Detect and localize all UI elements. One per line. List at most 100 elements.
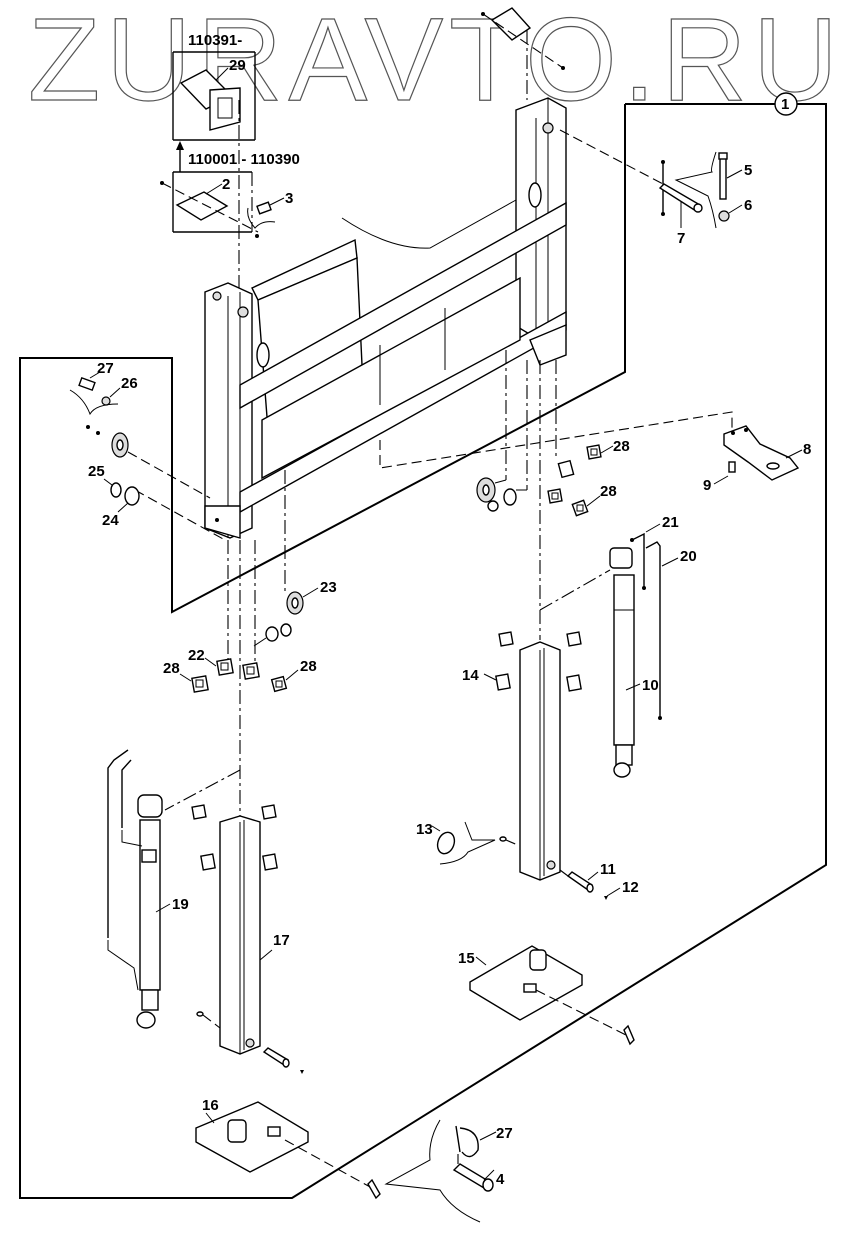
leader-21	[204, 657, 217, 667]
callout-20: 21	[662, 514, 679, 531]
bushing-23	[124, 486, 140, 506]
wear-pads-right: 28 28	[547, 438, 630, 517]
o-ring-24	[110, 482, 122, 498]
group-boundary-right	[19, 103, 827, 1199]
callout-5: 5	[744, 162, 752, 179]
callout-12: 12	[622, 879, 639, 896]
leader-5	[726, 169, 743, 179]
pin-detail: 27 4	[384, 1119, 513, 1223]
serial-range-upper: 110391-	[188, 32, 242, 49]
foot-plate-16: 16	[195, 1097, 381, 1200]
top-cover-plate	[481, 7, 565, 70]
leader-3	[269, 197, 285, 206]
leader-14	[483, 673, 497, 681]
flange-group-left: 27 26 25 24	[69, 360, 140, 529]
wear-pad-14	[495, 673, 511, 691]
leader-6	[728, 204, 743, 214]
pin-11	[586, 883, 594, 893]
callout-25: 26	[121, 375, 138, 392]
callout-23: 24	[102, 512, 119, 529]
callout-26: 27	[97, 360, 114, 377]
callout-9: 9	[703, 477, 711, 494]
callout-7: 7	[677, 230, 685, 247]
leader-25	[109, 387, 121, 398]
leader-9	[713, 475, 729, 485]
serial-range-lower: 110001 - 110390	[188, 151, 300, 168]
cotter-pin-12	[604, 896, 608, 900]
leader-16	[205, 1112, 215, 1124]
callout-8: 8	[803, 441, 811, 458]
leader-28d	[285, 669, 299, 681]
leader-26	[89, 371, 101, 379]
stabilizer-leg-right: 14 13 11 12	[416, 569, 639, 900]
hydraulic-cylinder-10: 10 21 20	[609, 514, 697, 778]
arrow-up-icon	[176, 141, 184, 150]
callout-11: 11	[600, 861, 616, 878]
group-callout-circle	[774, 92, 798, 116]
main-frame	[204, 97, 567, 539]
callout-13: 13	[416, 821, 433, 838]
leader-15	[475, 956, 487, 966]
leader-18	[155, 903, 171, 913]
serial-box-lower: 2	[160, 171, 259, 233]
callout-17: 17	[273, 932, 290, 949]
callout-14: 14	[462, 667, 479, 684]
wear-pads-left: 22 28 28 23	[163, 579, 337, 693]
callout-16: 16	[202, 1097, 219, 1114]
nut-6	[718, 210, 730, 222]
leader-23	[117, 502, 129, 513]
foot-plate-15: 15	[458, 945, 635, 1046]
watermark-text: ZURAVTO.RU	[28, 0, 841, 126]
leader-19	[661, 557, 679, 567]
callout-18: 19	[172, 896, 189, 913]
leader-28a	[600, 445, 614, 454]
bolt-3: 3	[247, 190, 293, 238]
leader-2	[205, 183, 223, 195]
leader-12	[606, 887, 621, 897]
callout-27: 27	[496, 1125, 513, 1142]
leader-27	[479, 1131, 497, 1141]
circlip-13	[436, 831, 456, 855]
leader-28b	[586, 495, 601, 507]
callout-6: 6	[744, 197, 752, 214]
callout-4: 4	[496, 1171, 505, 1188]
leader-24	[103, 478, 113, 486]
leader-11	[587, 871, 599, 881]
hydraulic-cylinder-18: 19	[107, 749, 189, 1029]
callout-28d: 28	[300, 658, 317, 675]
leader-13	[431, 825, 441, 832]
callout-22: 23	[320, 579, 337, 596]
washer-25	[101, 396, 111, 406]
flange-group-right	[476, 477, 527, 512]
cover-plate-2	[175, 191, 229, 221]
group-callout-label: 1	[781, 96, 789, 113]
callout-3: 3	[285, 190, 293, 207]
leader-17	[259, 949, 273, 961]
pipe-20	[631, 532, 645, 588]
callout-28c: 28	[163, 660, 180, 677]
leader-22	[302, 587, 319, 598]
bolt-26	[78, 376, 96, 392]
callout-28b: 28	[600, 483, 617, 500]
leader-4	[483, 1169, 495, 1181]
bolt-5	[719, 154, 727, 200]
pipe-19	[645, 541, 661, 718]
callout-15: 15	[458, 950, 475, 967]
leader-28c	[179, 673, 192, 682]
pipe-left-1	[107, 749, 129, 938]
callout-24: 25	[88, 463, 105, 480]
callout-2: 2	[222, 176, 230, 193]
bracket-8: 8 9	[703, 425, 811, 494]
callout-10: 10	[642, 677, 659, 694]
leader-10	[625, 683, 641, 691]
pin-group-top-right: 7 5 6	[658, 151, 752, 247]
stabilizer-leg-17: 17	[164, 769, 304, 1074]
callout-29: 29	[229, 57, 246, 74]
callout-21: 22	[188, 647, 205, 664]
leader-8	[785, 449, 803, 459]
callout-19: 20	[680, 548, 697, 565]
serial-box-upper: 110391- 29	[172, 32, 256, 141]
leader-29	[215, 67, 229, 81]
